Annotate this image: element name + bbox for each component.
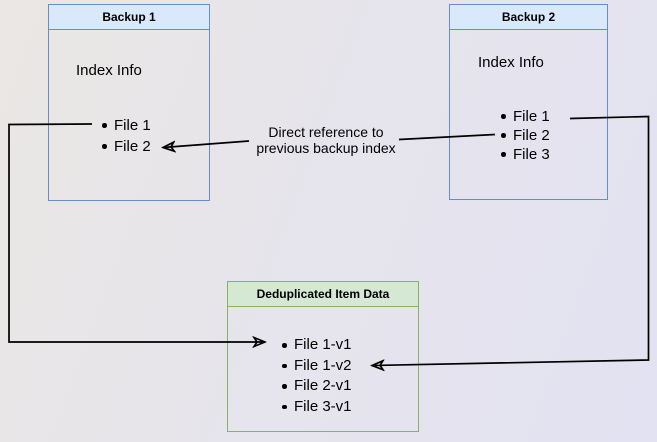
backup2-title: Backup 2 [501,10,556,24]
list-item: File 3-v1 [281,397,352,418]
dedup-title: Deduplicated Item Data [256,287,390,301]
backup1-box: Backup 1 Index Info File 1 File 2 [48,4,210,201]
dedup-box: Deduplicated Item Data File 1-v1 File 1-… [227,281,419,432]
backup1-header: Backup 1 [49,5,209,30]
list-item: File 1-v2 [281,356,352,377]
backup1-file-list: File 1 File 2 [101,115,151,157]
dedup-header: Deduplicated Item Data [228,282,418,307]
list-item: File 1 [101,115,151,136]
backup1-index-info-label: Index Info [76,62,142,79]
list-item: File 1-v1 [281,335,352,356]
list-item: File 2 [500,126,550,145]
list-item: File 1 [500,107,550,126]
list-item: File 2 [101,136,151,157]
list-item: File 2-v1 [281,376,352,397]
list-item: File 3 [500,145,550,164]
backup2-header: Backup 2 [450,5,607,30]
direct-reference-annotation: Direct reference to previous backup inde… [230,124,422,156]
annotation-line1: Direct reference to [268,124,384,140]
dedup-file-list: File 1-v1 File 1-v2 File 2-v1 File 3-v1 [281,335,352,417]
backup2-file-list: File 1 File 2 File 3 [500,107,550,164]
backup2-index-info-label: Index Info [478,54,544,71]
backup2-box: Backup 2 Index Info File 1 File 2 File 3 [449,4,608,200]
annotation-line2: previous backup index [256,139,396,156]
backup1-title: Backup 1 [102,10,156,24]
